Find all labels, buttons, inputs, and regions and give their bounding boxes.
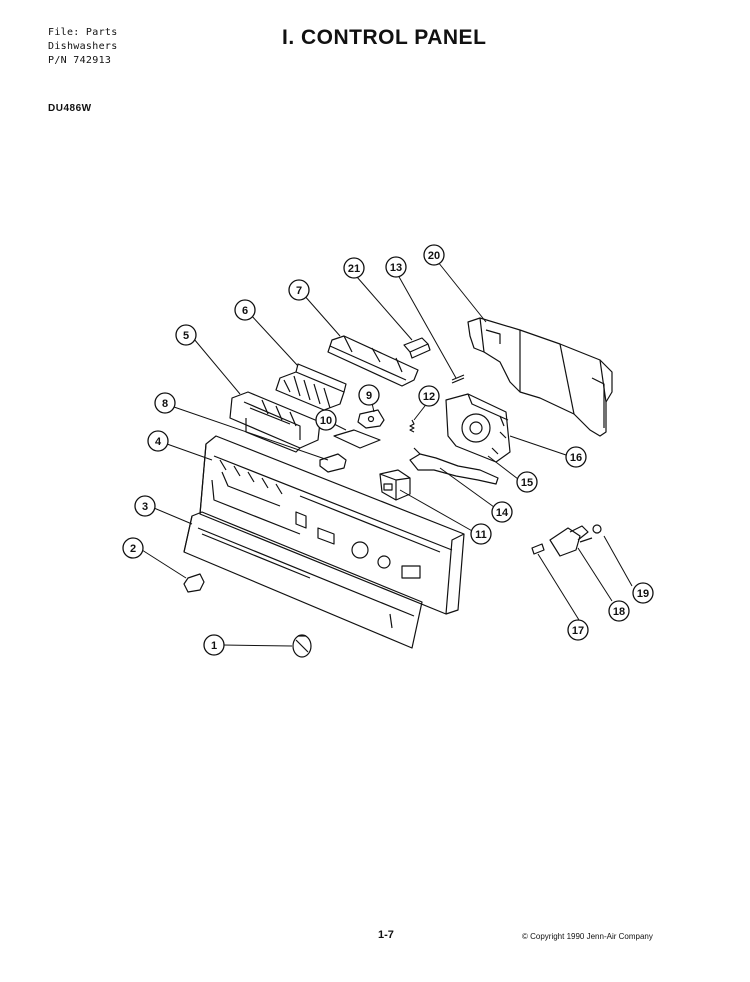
callout-7: 7 xyxy=(288,279,310,301)
callout-number: 1 xyxy=(211,640,217,652)
callout-13: 13 xyxy=(385,256,407,278)
callout-number: 13 xyxy=(390,262,402,274)
callout-4: 4 xyxy=(147,430,169,452)
callout-12: 12 xyxy=(418,385,440,407)
callout-number: 8 xyxy=(162,398,168,410)
callout-number: 21 xyxy=(348,263,360,275)
callout-21: 21 xyxy=(343,257,365,279)
callout-6: 6 xyxy=(234,299,256,321)
callout-number: 2 xyxy=(130,543,136,555)
part-clip xyxy=(183,573,205,593)
callout-18: 18 xyxy=(608,600,630,622)
part-slide-plate xyxy=(327,335,419,387)
callout-number: 5 xyxy=(183,330,189,342)
callout-number: 3 xyxy=(142,501,148,513)
callout-2: 2 xyxy=(122,537,144,559)
part-pin xyxy=(451,374,465,384)
part-switch-housing xyxy=(229,391,321,453)
callout-11: 11 xyxy=(470,523,492,545)
callout-number: 10 xyxy=(320,415,332,427)
page-title: I. CONTROL PANEL xyxy=(282,26,487,49)
callout-9: 9 xyxy=(358,384,380,406)
part-switch-block xyxy=(379,469,411,501)
part-timer xyxy=(445,393,511,463)
part-control-console xyxy=(199,435,465,615)
callout-3: 3 xyxy=(134,495,156,517)
callout-number: 9 xyxy=(366,390,372,402)
callout-number: 12 xyxy=(423,391,435,403)
callouts: 1 2 3 4 5 6 7 8 9 10 11 12 13 14 15 16 1… xyxy=(122,244,654,656)
part-small-bracket xyxy=(357,409,385,429)
file-line: Dishwashers xyxy=(48,41,118,52)
part-spring xyxy=(409,419,415,433)
part-roller-clip xyxy=(403,337,431,359)
callout-number: 7 xyxy=(296,285,302,297)
callout-number: 11 xyxy=(475,529,487,541)
file-line: P/N 742913 xyxy=(48,55,112,66)
callout-1: 1 xyxy=(203,634,225,656)
callout-20: 20 xyxy=(423,244,445,266)
callout-number: 20 xyxy=(428,250,440,262)
callout-number: 4 xyxy=(155,436,162,448)
callout-number: 17 xyxy=(572,625,584,637)
callout-number: 16 xyxy=(570,452,582,464)
part-housing-bracket xyxy=(467,317,613,437)
part-decal-plate xyxy=(333,429,381,449)
file-info: File: Parts Dishwashers P/N 742913 xyxy=(48,26,118,68)
callout-number: 14 xyxy=(496,507,509,519)
callout-5: 5 xyxy=(175,324,197,346)
part-connector xyxy=(319,453,347,473)
callout-number: 15 xyxy=(521,477,533,489)
part-thermostat-assembly xyxy=(531,524,602,557)
callout-14: 14 xyxy=(491,501,513,523)
part-switch-comb xyxy=(275,363,347,411)
callout-19: 19 xyxy=(632,582,654,604)
callout-17: 17 xyxy=(567,619,589,641)
model-number: DU486W xyxy=(48,103,92,114)
callout-15: 15 xyxy=(516,471,538,493)
part-knob xyxy=(292,634,312,658)
part-linkage-bar xyxy=(409,447,499,485)
page-number: 1-7 xyxy=(378,929,394,941)
leader-lines xyxy=(141,261,633,647)
part-front-panel xyxy=(183,511,423,649)
callout-number: 19 xyxy=(637,588,649,600)
callout-number: 18 xyxy=(613,606,625,618)
callout-number: 6 xyxy=(242,305,248,317)
callout-10: 10 xyxy=(315,409,337,431)
file-line: File: Parts xyxy=(48,27,118,38)
callout-8: 8 xyxy=(154,392,176,414)
copyright-notice: © Copyright 1990 Jenn-Air Company xyxy=(522,932,653,941)
callout-16: 16 xyxy=(565,446,587,468)
